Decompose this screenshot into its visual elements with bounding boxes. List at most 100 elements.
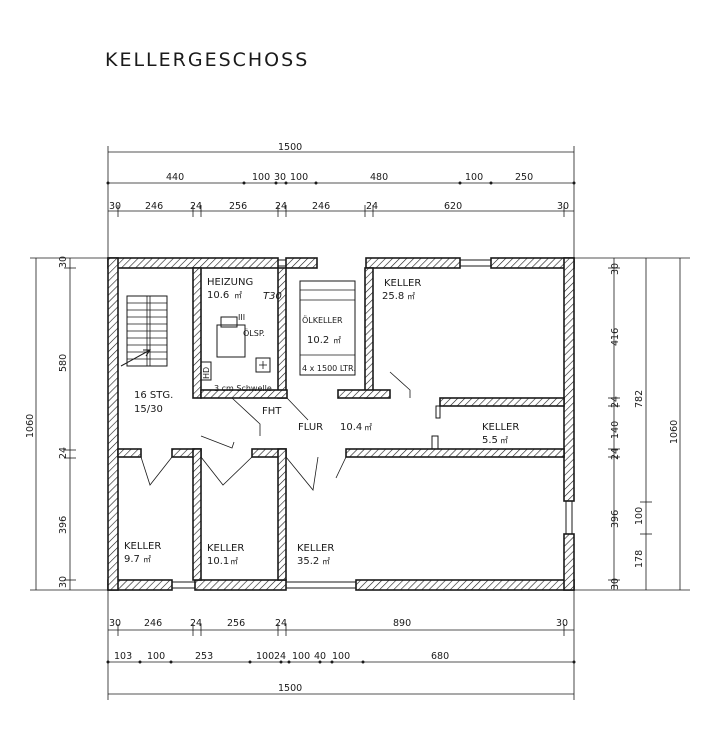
dim-bot-30a: 30 bbox=[109, 618, 121, 629]
dim-top-480: 480 bbox=[370, 172, 388, 183]
dim-top3-246a: 246 bbox=[145, 201, 163, 212]
dim-right-30a: 30 bbox=[610, 263, 621, 275]
oelkeller-tank: 4 x 1500 LTR. bbox=[302, 364, 356, 373]
fht-label: FHT bbox=[262, 406, 282, 417]
dim-bot-890: 890 bbox=[393, 618, 411, 629]
dim-top-100c: 100 bbox=[465, 172, 483, 183]
keller-s-name: KELLER bbox=[207, 543, 244, 554]
keller-s-area: 10.1 bbox=[207, 556, 229, 567]
dim-left-24: 24 bbox=[58, 447, 69, 459]
dim-bot2-100d: 100 bbox=[332, 651, 350, 662]
dim-left-30a: 30 bbox=[58, 256, 69, 268]
keller-se-area: 35.2 bbox=[297, 556, 319, 567]
dim-right-416: 416 bbox=[610, 328, 621, 346]
keller-se-name: KELLER bbox=[297, 543, 334, 554]
tank-gauge-icon bbox=[255, 357, 271, 373]
oil-tank-area bbox=[299, 280, 356, 376]
dim-right-396: 396 bbox=[610, 510, 621, 528]
dim-bot2-103: 103 bbox=[114, 651, 132, 662]
dim-right-178: 178 bbox=[634, 550, 645, 568]
dim-bot2-680: 680 bbox=[431, 651, 449, 662]
room-keller-e: KELLER 5.5 ㎡ bbox=[482, 422, 519, 446]
keller-ne-name: KELLER bbox=[384, 278, 421, 289]
keller-sw-area: 9.7 bbox=[124, 554, 140, 565]
dim-top-250: 250 bbox=[515, 172, 533, 183]
roman-mark: III bbox=[238, 313, 245, 322]
dimensions-right: 30 416 24 140 24 396 30 782 100 178 1060 bbox=[574, 257, 690, 591]
room-keller-sw: KELLER 9.7 ㎡ bbox=[124, 541, 161, 565]
dim-top-30: 30 bbox=[274, 172, 286, 183]
dim-bot2-24: 24 bbox=[274, 651, 286, 662]
dim-bot2-40: 40 bbox=[314, 651, 326, 662]
dim-top-100a: 100 bbox=[252, 172, 270, 183]
dim-top3-620: 620 bbox=[444, 201, 462, 212]
room-keller-se: KELLER 35.2 ㎡ bbox=[297, 543, 334, 567]
door-swings bbox=[140, 371, 411, 491]
dim-bot2-253: 253 bbox=[195, 651, 213, 662]
dim-left-total: 1060 bbox=[25, 414, 36, 438]
keller-sw-name: KELLER bbox=[124, 541, 161, 552]
room-keller-ne: KELLER 25.8 ㎡ bbox=[382, 278, 421, 302]
keller-se-unit: ㎡ bbox=[322, 557, 330, 566]
keller-e-name: KELLER bbox=[482, 422, 519, 433]
heizung-name: HEIZUNG bbox=[207, 277, 253, 288]
room-keller-s: KELLER 10.1 ㎡ bbox=[207, 543, 244, 567]
dim-bot2-100c: 100 bbox=[292, 651, 310, 662]
dim-top3-30a: 30 bbox=[109, 201, 121, 212]
dim-left-30b: 30 bbox=[58, 576, 69, 588]
oelkeller-area: 10.2 bbox=[307, 335, 329, 346]
keller-ne-unit: ㎡ bbox=[407, 292, 415, 301]
dim-top-total: 1500 bbox=[278, 142, 302, 153]
dim-top3-30b: 30 bbox=[557, 201, 569, 212]
dim-right-782: 782 bbox=[634, 390, 645, 408]
plan-title: KELLERGESCHOSS bbox=[105, 49, 309, 71]
hd-box bbox=[200, 361, 212, 381]
keller-e-area: 5.5 bbox=[482, 435, 498, 446]
keller-ne-area: 25.8 bbox=[382, 291, 404, 302]
schwelle-label: 3 cm Schwelle bbox=[214, 384, 272, 393]
room-oelkeller: ÖLKELLER 10.2 ㎡ 4 x 1500 LTR. bbox=[299, 280, 356, 376]
hd-label: HD bbox=[202, 367, 211, 379]
dim-left-396: 396 bbox=[58, 516, 69, 534]
dim-top3-24a: 24 bbox=[190, 201, 202, 212]
dimensions-bottom: 30 246 24 256 24 890 30 103 100 253 100 … bbox=[106, 590, 576, 700]
dim-right-24b: 24 bbox=[610, 448, 621, 460]
dimensions-top: 1500 440 100 30 100 480 100 250 30 246 2… bbox=[106, 142, 576, 258]
dim-top3-24c: 24 bbox=[366, 201, 378, 212]
oelkeller-name: ÖLKELLER bbox=[302, 315, 343, 325]
room-flur: FLUR 10.4 ㎡ FHT bbox=[262, 406, 372, 433]
dim-right-30b: 30 bbox=[610, 578, 621, 590]
dim-right-total: 1060 bbox=[669, 420, 680, 444]
keller-e-unit: ㎡ bbox=[500, 436, 508, 445]
oelkeller-unit: ㎡ bbox=[333, 336, 341, 345]
boiler-icon bbox=[216, 324, 246, 358]
flur-unit: ㎡ bbox=[364, 423, 372, 432]
dim-bot-30b: 30 bbox=[556, 618, 568, 629]
dim-bot2-100b: 100 bbox=[256, 651, 274, 662]
keller-s-unit: ㎡ bbox=[230, 557, 238, 566]
keller-sw-unit: ㎡ bbox=[143, 555, 151, 564]
dim-top3-24b: 24 bbox=[275, 201, 287, 212]
burner-icon bbox=[220, 316, 238, 328]
flur-name: FLUR bbox=[298, 422, 323, 433]
oelsp-label: ÖLSP. bbox=[243, 328, 265, 338]
dim-right-24a: 24 bbox=[610, 396, 621, 408]
dimensions-left: 1060 30 580 24 396 30 bbox=[25, 256, 108, 591]
dim-bot2-100a: 100 bbox=[147, 651, 165, 662]
stair-steps: 16 STG. bbox=[134, 390, 173, 401]
staircase: 16 STG. 15/30 bbox=[120, 295, 173, 415]
dim-bot-246: 246 bbox=[144, 618, 162, 629]
heizung-area: 10.6 bbox=[207, 290, 229, 301]
dim-bot-total: 1500 bbox=[278, 683, 302, 694]
heizung-door-mark: T30 bbox=[263, 291, 282, 302]
dim-top3-246b: 246 bbox=[312, 201, 330, 212]
dim-right-100: 100 bbox=[634, 507, 645, 525]
dim-left-580: 580 bbox=[58, 354, 69, 372]
dim-bot-24b: 24 bbox=[275, 618, 287, 629]
dim-bot-24a: 24 bbox=[190, 618, 202, 629]
dim-right-140: 140 bbox=[610, 421, 621, 439]
dim-top3-256: 256 bbox=[229, 201, 247, 212]
room-heizung: HEIZUNG 10.6 ㎡ T30 III ÖLSP. HD 3 cm Sch… bbox=[200, 277, 282, 393]
